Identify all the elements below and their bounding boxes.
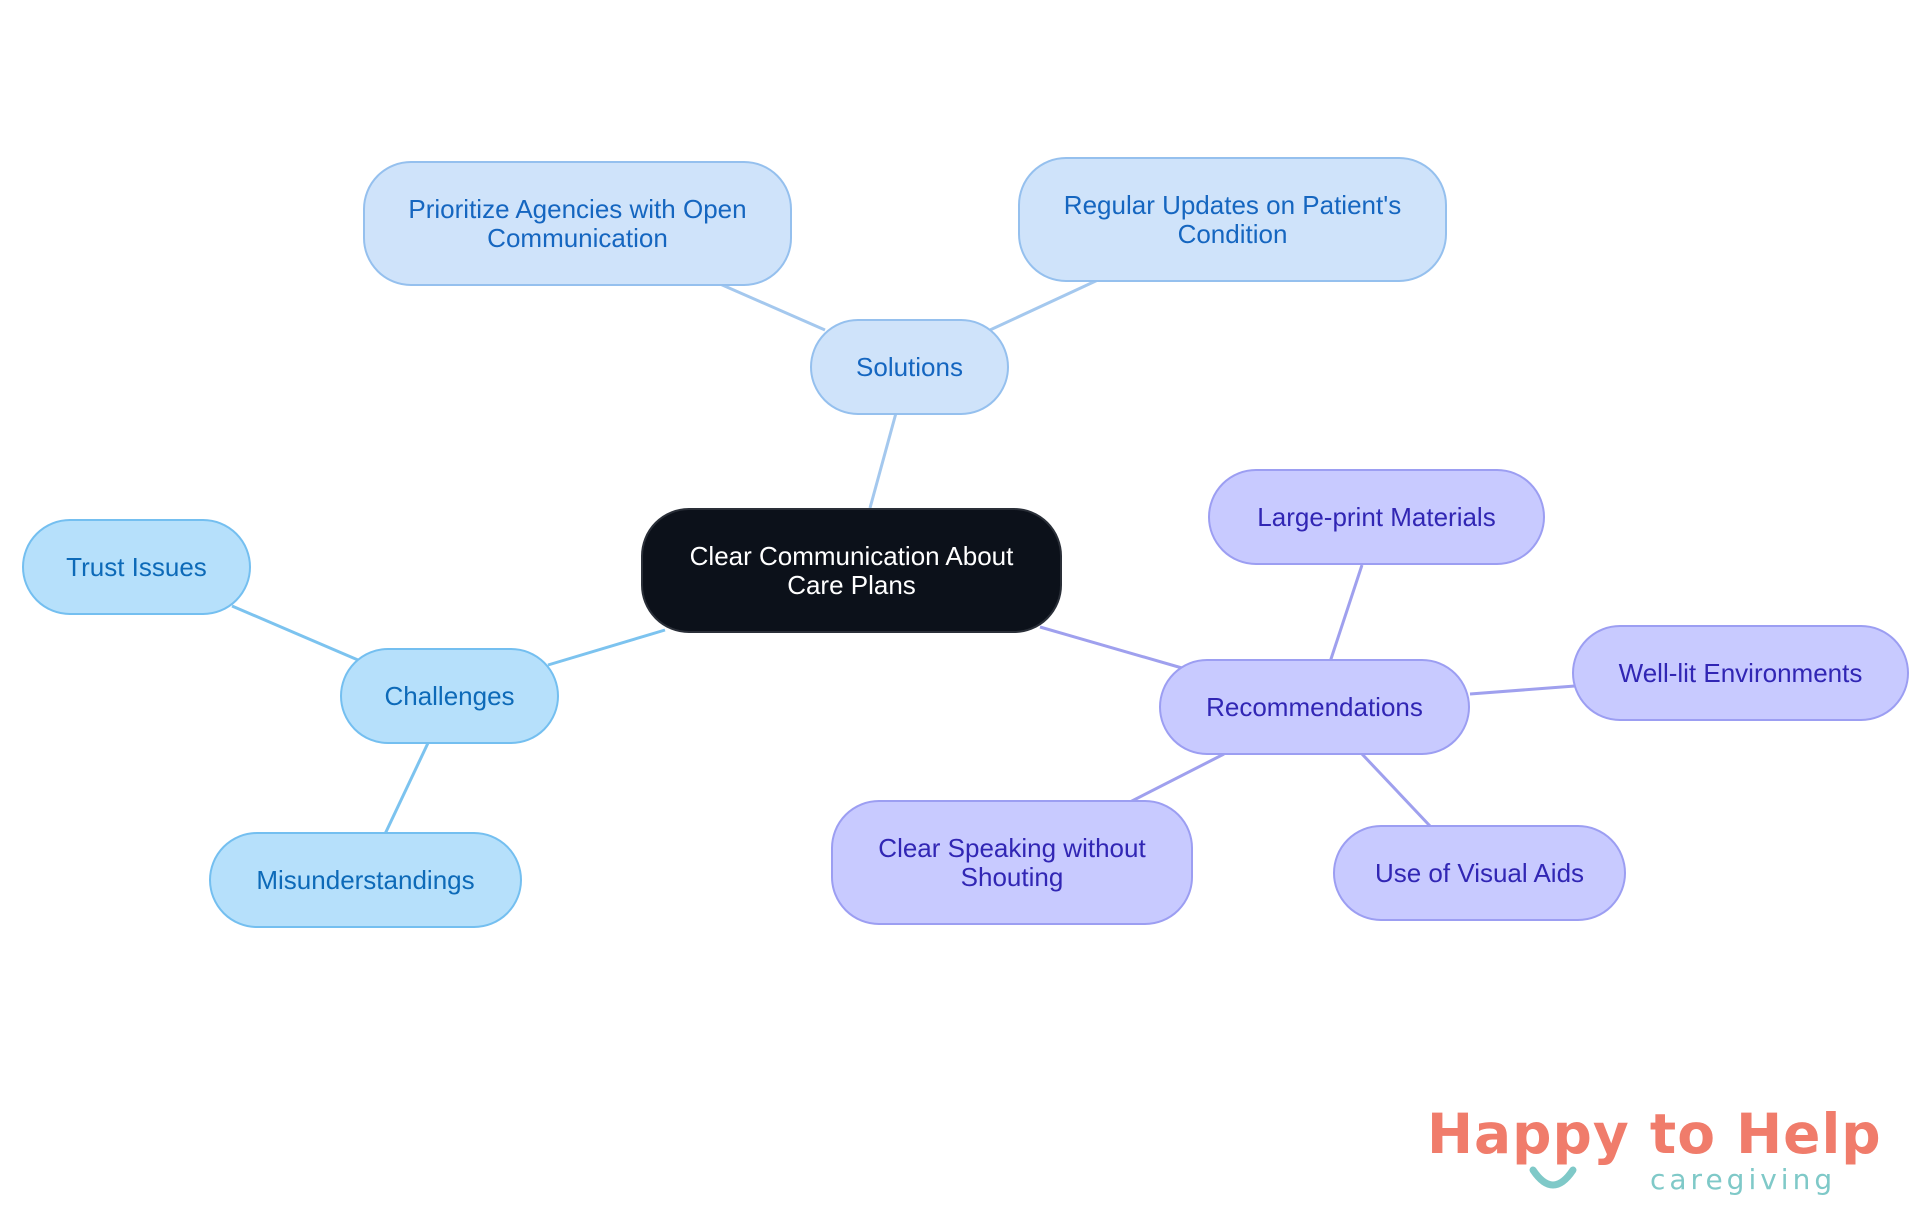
root-node-label: Clear Communication About Care Plans (689, 540, 1014, 600)
leaf-misunderstandings-label: Misunderstandings (256, 864, 475, 895)
edge-challenges-trust (231, 604, 359, 662)
edge-recommendations-large-print (1328, 564, 1364, 663)
branch-solutions: Solutions (810, 319, 1009, 415)
branch-recommendations-label: Recommendations (1206, 691, 1423, 722)
leaf-well-lit: Well-lit Environments (1572, 625, 1909, 721)
leaf-trust-issues-label: Trust Issues (66, 551, 207, 582)
branch-challenges-label: Challenges (384, 680, 515, 711)
branch-solutions-label: Solutions (856, 351, 963, 382)
leaf-prioritize-agencies-label: Prioritize Agencies with Open Communicat… (408, 193, 747, 253)
root-node: Clear Communication About Care Plans (641, 508, 1062, 633)
edge-root-recommendations (1039, 625, 1183, 670)
edge-recommendations-visual-aids (1360, 752, 1432, 828)
leaf-clear-speaking: Clear Speaking without Shouting (831, 800, 1193, 925)
brand-logo: Happy to Help caregiving (1420, 1102, 1890, 1202)
edge-recommendations-clear-speaking (1129, 752, 1225, 804)
edge-recommendations-well-lit (1469, 684, 1576, 696)
leaf-visual-aids-label: Use of Visual Aids (1374, 857, 1585, 888)
edge-solutions-regular-updates (989, 277, 1101, 332)
logo-title-to-help: to Help (1629, 1102, 1882, 1166)
leaf-regular-updates: Regular Updates on Patient's Condition (1018, 157, 1447, 282)
leaf-large-print-label: Large-print Materials (1257, 501, 1496, 532)
leaf-visual-aids: Use of Visual Aids (1333, 825, 1626, 921)
leaf-large-print: Large-print Materials (1208, 469, 1545, 565)
smile-icon (1529, 1166, 1577, 1189)
logo-subtitle: caregiving (1650, 1163, 1837, 1196)
leaf-prioritize-agencies: Prioritize Agencies with Open Communicat… (363, 161, 792, 286)
logo-title: Happy to Help (1427, 1102, 1882, 1166)
leaf-regular-updates-label: Regular Updates on Patient's Condition (1063, 189, 1402, 249)
leaf-trust-issues: Trust Issues (22, 519, 251, 615)
leaf-clear-speaking-label: Clear Speaking without Shouting (878, 832, 1146, 892)
edge-challenges-misunderstandings (383, 742, 430, 835)
leaf-well-lit-label: Well-lit Environments (1618, 657, 1863, 688)
branch-recommendations: Recommendations (1159, 659, 1470, 755)
logo-title-happy: Happy (1427, 1102, 1630, 1166)
branch-challenges: Challenges (340, 648, 559, 744)
edge-solutions-prioritize (719, 282, 826, 332)
leaf-misunderstandings: Misunderstandings (209, 832, 522, 928)
edge-root-solutions (868, 412, 898, 509)
edge-root-challenges (547, 628, 666, 667)
